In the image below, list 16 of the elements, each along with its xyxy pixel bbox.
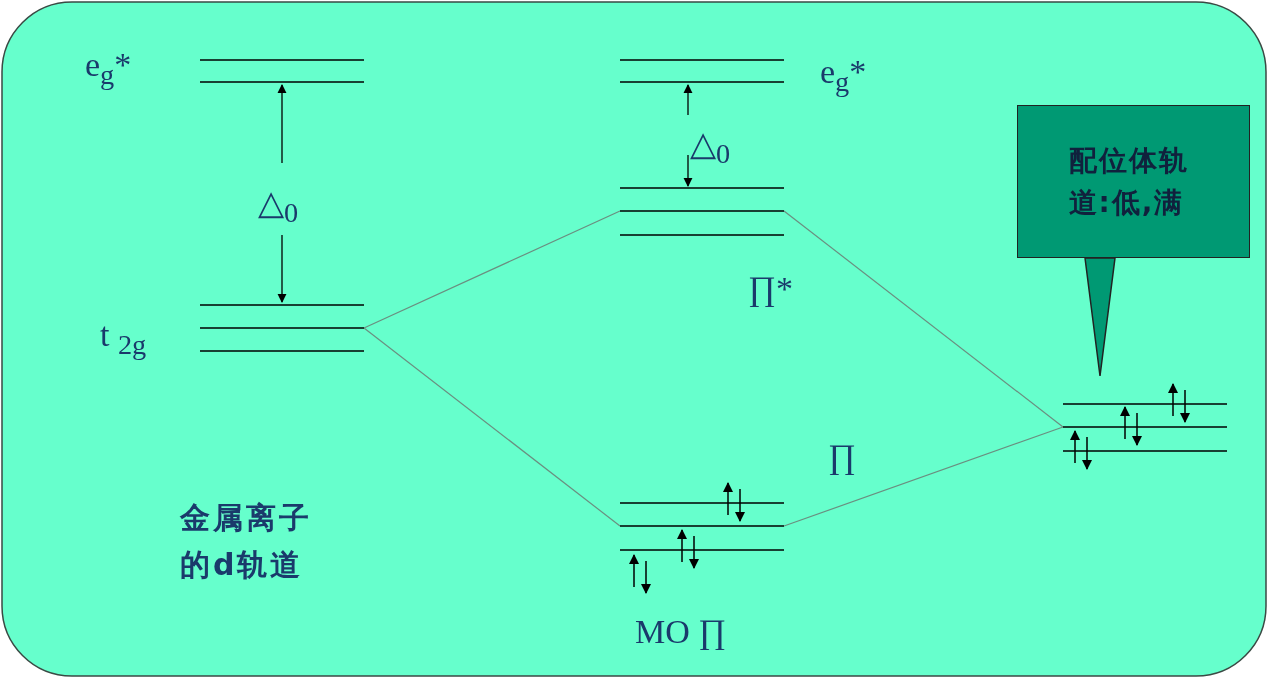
level-label: e$_{g}$* bbox=[820, 55, 867, 97]
correlation-line bbox=[783, 210, 1064, 428]
correlation-line bbox=[783, 426, 1064, 527]
callout-text: 配位体轨道:低,满 bbox=[1068, 142, 1190, 221]
axis-label: MO ∏ bbox=[635, 615, 727, 649]
level-label: e$_{g}$* bbox=[85, 48, 132, 90]
level-label: ∏ bbox=[828, 440, 856, 474]
caption-text: 金属离子的d轨道 bbox=[180, 499, 313, 584]
level-label: t $_{2g}$ bbox=[100, 318, 147, 360]
gap-label: △$_{0}$ bbox=[258, 186, 299, 228]
callout-box bbox=[1017, 105, 1250, 258]
callout-pointer bbox=[1084, 257, 1116, 377]
level-label: ∏* bbox=[748, 272, 793, 306]
correlation-line bbox=[363, 327, 621, 527]
correlation-line bbox=[363, 210, 621, 329]
gap-label: △$_{0}$ bbox=[690, 127, 731, 169]
